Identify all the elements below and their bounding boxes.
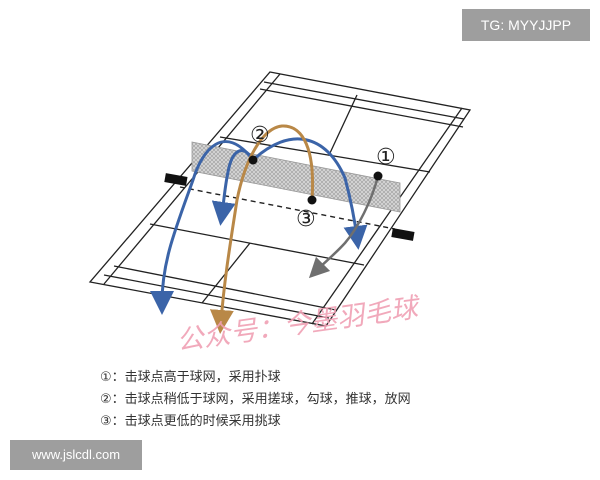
site-badge: www.jslcdl.com (10, 440, 142, 470)
legend-item-1: ①：击球点高于球网，采用扑球 (100, 370, 281, 385)
legend-item-3: ③：击球点更低的时候采用挑球 (100, 414, 281, 429)
gray-trajectory (308, 174, 380, 279)
blue-trajectories (150, 137, 368, 315)
hit-point-1 (373, 171, 383, 181)
court-lines (88, 71, 472, 327)
hit-point-2 (248, 155, 258, 165)
legend-item-2: ②：击球点稍低于球网，采用搓球，勾球，推球，放网 (100, 392, 411, 407)
marker-3: ③ (296, 207, 316, 232)
legend: ①：击球点高于球网，采用扑球 ②：击球点稍低于球网，采用搓球，勾球，推球，放网 … (100, 367, 411, 433)
marker-2: ② (250, 123, 270, 148)
watermark-text: 公众号：今墨羽毛球 (175, 292, 424, 357)
marker-1: ① (376, 145, 396, 170)
hit-point-3 (307, 195, 317, 205)
hit-points (248, 155, 383, 205)
tag-badge: TG: MYYJJPP (462, 9, 590, 41)
